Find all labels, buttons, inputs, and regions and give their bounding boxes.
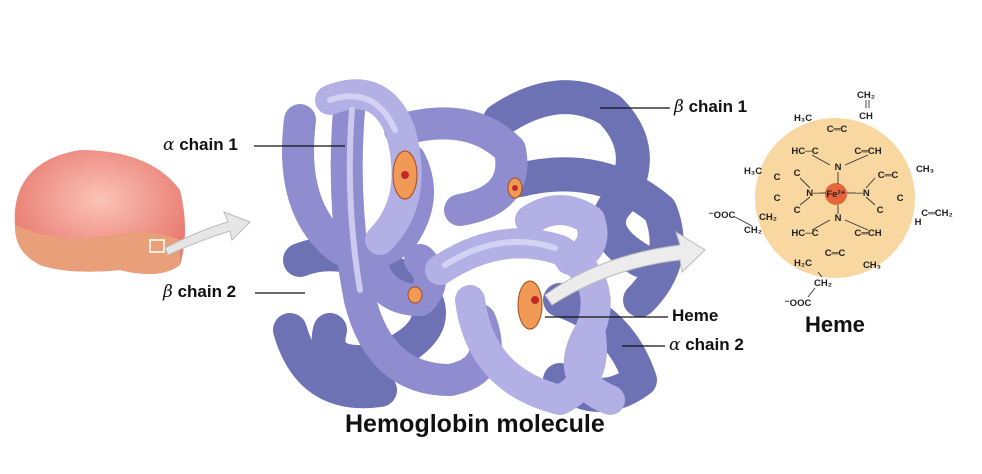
- heme-atom-label: C═C: [827, 124, 848, 135]
- zoom-box: [149, 239, 165, 253]
- red-blood-cell: [14, 150, 185, 274]
- heme-atom-label: CH₂: [814, 278, 832, 289]
- heme-atom-label: CH₂: [744, 225, 762, 236]
- label-beta-chain-2: β chain 2: [163, 282, 237, 302]
- hemoglobin-molecule: [273, 79, 684, 415]
- leader-lines: [254, 107, 670, 347]
- heme-atom-label: C═C: [825, 248, 846, 259]
- heme-bonds: [734, 100, 876, 298]
- label-heme: Heme: [672, 306, 719, 325]
- heme-atom-label: CH₂: [759, 212, 777, 223]
- heme-atom-label: H₂C: [794, 258, 812, 269]
- heme-title: Heme: [805, 312, 865, 337]
- label-alpha-chain-1: α chain 1: [163, 135, 238, 155]
- heme-atom-label: C: [774, 193, 781, 204]
- heme-atom-label: N: [835, 213, 842, 224]
- heme-atom-label: CH: [859, 111, 873, 122]
- iron-atom: [825, 183, 847, 205]
- heme-atom-label: C: [877, 205, 884, 216]
- heme-atom-label: HC─C: [791, 146, 818, 157]
- heme-atom-label: C: [794, 205, 801, 216]
- heme-atom-label: N─: [806, 188, 820, 199]
- heme-atom-label: CH₂: [857, 90, 875, 101]
- heme-atom-label: Fe²⁺: [826, 189, 845, 200]
- heme-group-icon: [392, 150, 543, 330]
- heme-atom-label: CH₃: [916, 164, 934, 175]
- heme-atom-label: H: [915, 217, 922, 228]
- diagram-title: Hemoglobin molecule: [345, 410, 605, 438]
- heme-atom-label: C: [897, 193, 904, 204]
- heme-atom-label: N: [835, 162, 842, 173]
- heme-atom-label: HC─C: [791, 228, 818, 239]
- label-alpha-chain-2: α chain 2: [669, 335, 744, 355]
- heme-atom-label: C═CH: [854, 228, 881, 239]
- heme-atom-label: H₃C: [744, 166, 762, 177]
- heme-atom-label: C: [774, 172, 781, 183]
- heme-atom-label: C═C: [878, 170, 899, 181]
- heme-atom-label: ─N: [855, 188, 870, 199]
- heme-atom-label: ⁻OOC: [785, 298, 812, 309]
- heme-atom-label: C: [794, 168, 801, 179]
- heme-atom-label: C═CH: [854, 146, 881, 157]
- heme-atom-label: ⁻OOC: [709, 210, 736, 221]
- heme-atom-label: H₃C: [794, 113, 812, 124]
- arrow-icon: [164, 211, 251, 256]
- label-beta-chain-1: β chain 1: [674, 97, 748, 117]
- heme-atom-label: C═CH₂: [921, 208, 953, 219]
- arrow-icon: [544, 230, 706, 306]
- heme-atom-label: CH₃: [863, 260, 881, 271]
